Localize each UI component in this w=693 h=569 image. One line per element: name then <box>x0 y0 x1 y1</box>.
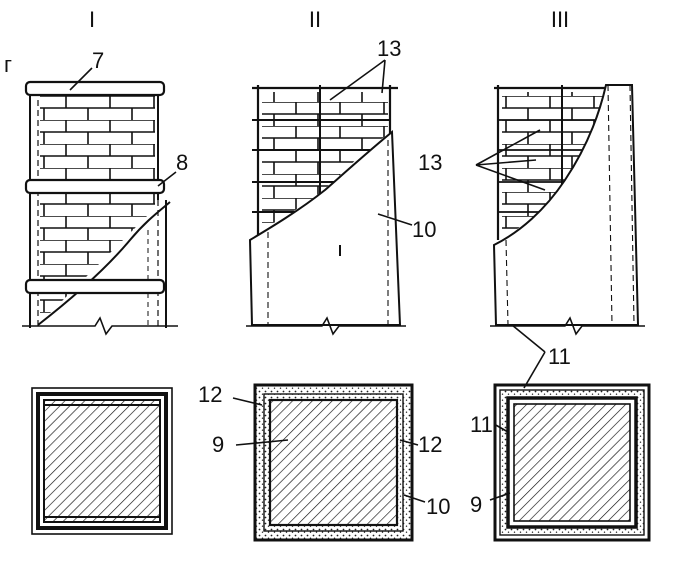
callout-9-right: 9 <box>470 492 482 517</box>
callout-11-section: 11 <box>470 412 493 437</box>
column-1-elevation <box>22 80 178 336</box>
letter-label: г <box>4 52 12 77</box>
callout-12-left: 12 <box>198 382 222 407</box>
section-2 <box>253 383 414 542</box>
callout-12-right: 12 <box>418 432 442 457</box>
callout-13-right: 13 <box>418 150 442 175</box>
column-header-1: I <box>89 7 95 32</box>
column-3-elevation <box>490 84 645 336</box>
callout-11-elevation: 11 <box>548 344 571 369</box>
column-header-3: III <box>551 7 569 32</box>
callout-8: 8 <box>176 150 188 175</box>
section-1 <box>31 387 173 535</box>
leader-lines <box>69 59 546 503</box>
callout-7: 7 <box>92 48 104 73</box>
column-2-elevation <box>246 85 406 336</box>
callout-10-section: 10 <box>426 494 450 519</box>
callout-9-left: 9 <box>212 432 224 457</box>
callout-13-top: 13 <box>377 36 401 61</box>
section-3 <box>493 383 651 542</box>
column-header-2: II <box>309 7 321 32</box>
callout-10-elevation: 10 <box>412 217 436 242</box>
